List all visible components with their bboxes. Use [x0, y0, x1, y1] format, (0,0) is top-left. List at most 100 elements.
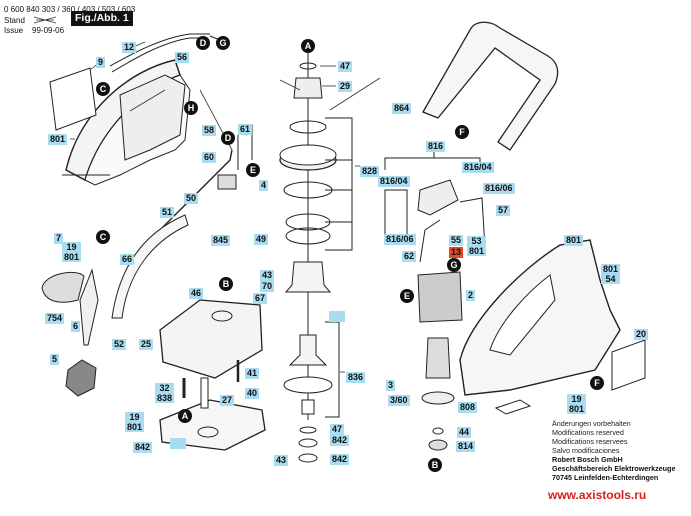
part-label: 801	[564, 235, 584, 246]
wire-57	[459, 197, 486, 249]
company-address: 70745 Leinfelden-Echterdingen	[552, 473, 659, 482]
part-label: 816/04	[378, 176, 410, 187]
part-label-blank	[329, 311, 345, 322]
main-switch-shape	[417, 179, 459, 216]
part-label: 816/06	[384, 234, 416, 245]
part-label: 754	[45, 313, 65, 324]
company-division: Geschäftsbereich Elektrowerkzeuge	[552, 464, 676, 473]
strikethrough-icon	[33, 16, 57, 24]
part-label: 2	[466, 290, 476, 301]
base-hole-shape	[197, 426, 219, 438]
part-label: 29	[338, 81, 353, 92]
handle-grip-shape	[41, 272, 85, 303]
disclaimer-block: Änderungen vorbehalten Modifications res…	[552, 419, 675, 482]
wire-62	[419, 219, 441, 263]
part-numbers: 0 600 840 303 / 360 / 403 / 503 / 603	[4, 5, 136, 14]
part-label: 62	[402, 251, 417, 262]
part-label: 20	[634, 329, 649, 340]
part-label: 12	[122, 42, 137, 53]
callout-e: E	[400, 289, 414, 303]
part-label-blank	[170, 438, 186, 449]
gear-housing-shape	[159, 299, 263, 379]
note-line: Modifications reservees	[552, 437, 628, 446]
part-label: 801	[48, 134, 68, 145]
company-name: Robert Bosch GmbH	[552, 455, 623, 464]
bracket-816-04	[384, 189, 408, 239]
callout-a: A	[301, 39, 315, 53]
part-label: 816/06	[483, 183, 515, 194]
callout-b: B	[428, 458, 442, 472]
watermark-link[interactable]: www.axistools.ru	[548, 488, 647, 502]
label-808-shape	[494, 399, 532, 415]
armature-shape	[425, 337, 451, 379]
bow-handle-shape	[422, 21, 559, 151]
callout-g: G	[216, 36, 230, 50]
housing-left-shape	[62, 59, 191, 186]
part-label: 61	[238, 124, 253, 135]
part-label: 4	[259, 180, 269, 191]
callout-e: E	[246, 163, 260, 177]
part-label: 67	[253, 293, 268, 304]
issue-label: Issue	[4, 26, 24, 35]
part-label: 55	[449, 235, 464, 246]
part-label: 816/04	[462, 162, 494, 173]
callout-b: B	[219, 277, 233, 291]
part-label: 43	[274, 455, 289, 466]
stand-label: Stand	[4, 16, 25, 25]
part-label-highlighted: 13	[449, 247, 464, 258]
part-label: 70	[260, 281, 275, 292]
part-label: 51	[160, 207, 175, 218]
part-label: 842	[133, 442, 153, 453]
part-label: 56	[175, 52, 190, 63]
part-label: 9	[96, 57, 106, 68]
callout-h: H	[184, 101, 198, 115]
part-label: 814	[456, 441, 476, 452]
part-label: 816	[426, 141, 446, 152]
part-label: 40	[245, 388, 260, 399]
part-label: 836	[346, 372, 366, 383]
callout-d: D	[221, 131, 235, 145]
fan-shape	[421, 391, 455, 405]
field-coil-shape	[417, 271, 463, 323]
switch-shape	[217, 174, 237, 190]
sleeve-shape	[200, 377, 209, 409]
part-label: 7	[54, 233, 64, 244]
part-label: 6	[71, 321, 81, 332]
callout-d: D	[196, 36, 210, 50]
part-label: 41	[245, 368, 260, 379]
part-label: 49	[254, 234, 269, 245]
note-line: Salvo modificaciones	[552, 446, 620, 455]
rating-plate-shape	[611, 339, 646, 391]
callout-f: F	[455, 125, 469, 139]
label-plate-shape	[49, 67, 97, 131]
part-label: 60	[202, 152, 217, 163]
part-label: 5	[50, 354, 60, 365]
cable-sleeve-shape	[79, 268, 99, 346]
part-label: 47	[330, 424, 345, 435]
figure-label: Fig./Abb. 1	[71, 11, 133, 26]
part-label: 27	[220, 395, 235, 406]
part-label: 845	[211, 235, 231, 246]
arc-guide-shape	[111, 214, 189, 319]
bracket-836	[325, 321, 340, 418]
part-label: 828	[360, 166, 380, 177]
part-label: 842	[330, 435, 350, 446]
part-label: 57	[496, 205, 511, 216]
part-label: 52	[112, 339, 127, 350]
callout-f: F	[590, 376, 604, 390]
part-label: 44	[457, 427, 472, 438]
part-label: 808	[458, 402, 478, 413]
part-label: 3	[386, 380, 396, 391]
washer-shape	[432, 427, 444, 435]
housing-bore-shape	[211, 310, 233, 322]
callout-c: C	[96, 230, 110, 244]
note-line: Modifications reserved	[552, 428, 624, 437]
part-label: 3/60	[388, 395, 410, 406]
part-label: 58	[202, 125, 217, 136]
